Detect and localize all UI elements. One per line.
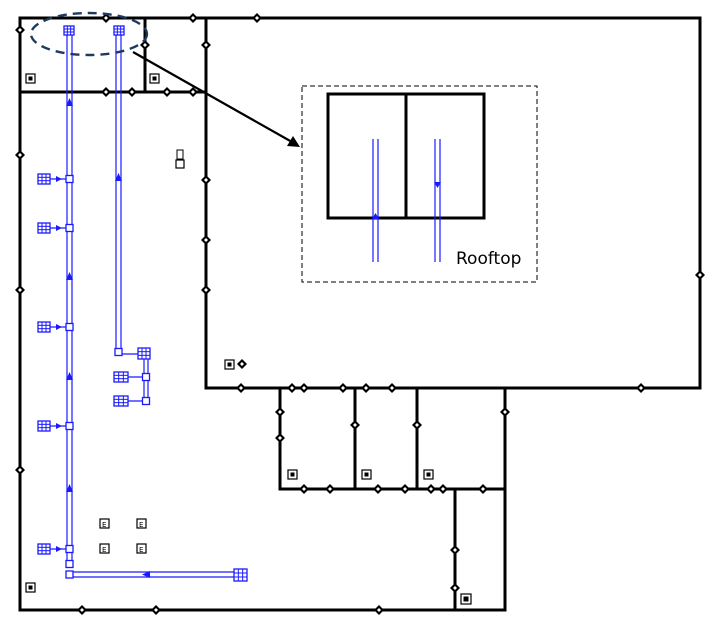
marker-icon [25,73,36,84]
piping [48,31,240,578]
outlet-icon: E [99,543,110,554]
fan-coil-unit-icon [37,321,51,333]
marker-icon [25,582,36,593]
highlight-ellipse [29,11,149,57]
fan-coil-unit-icon [113,371,129,383]
pipe-junction-icon [114,347,123,357]
pipe-junction-icon [141,372,151,382]
riser-top-icon [113,25,125,36]
outlet-icon: E [136,518,147,529]
svg-text:E: E [139,521,143,529]
valve-icon [137,347,151,360]
fan-coil-unit-icon [37,222,51,234]
svg-text:E: E [102,546,106,554]
pipe-junction-icon [65,559,74,569]
tag-icon [175,149,185,169]
pipe-junction-icon [65,174,74,184]
pipe-junction-icon [65,421,74,431]
rooftop-label: Rooftop [456,249,521,269]
svg-text:E: E [139,546,143,554]
outlet-icon: E [136,543,147,554]
marker-icon [149,73,160,84]
marker-icon [224,359,235,370]
pipe-junction-icon [65,570,74,579]
fan-coil-unit-icon [233,568,248,582]
fan-coil-unit-icon [37,173,51,185]
marker-icon [287,469,298,480]
rooftop-inset: Rooftop [301,85,538,283]
fan-coil-unit-icon [37,543,51,555]
fan-coil-unit-icon [37,420,51,432]
marker-icon [423,469,434,480]
outlet-icon: E [99,518,110,529]
pipe-junction-icon [65,544,74,554]
equipment-markers: E E E E [25,73,472,605]
pipe-junction-icon [65,322,74,332]
fan-coil-unit-icon [113,395,129,407]
marker-icon [460,593,472,605]
wall-nodes [15,13,705,615]
callout-arrow [132,51,300,147]
pipe-junction-icon [65,223,74,233]
riser-top-icon [63,25,75,36]
svg-text:E: E [102,521,106,529]
pipe-junction-icon [141,396,151,406]
marker-icon [361,469,372,480]
